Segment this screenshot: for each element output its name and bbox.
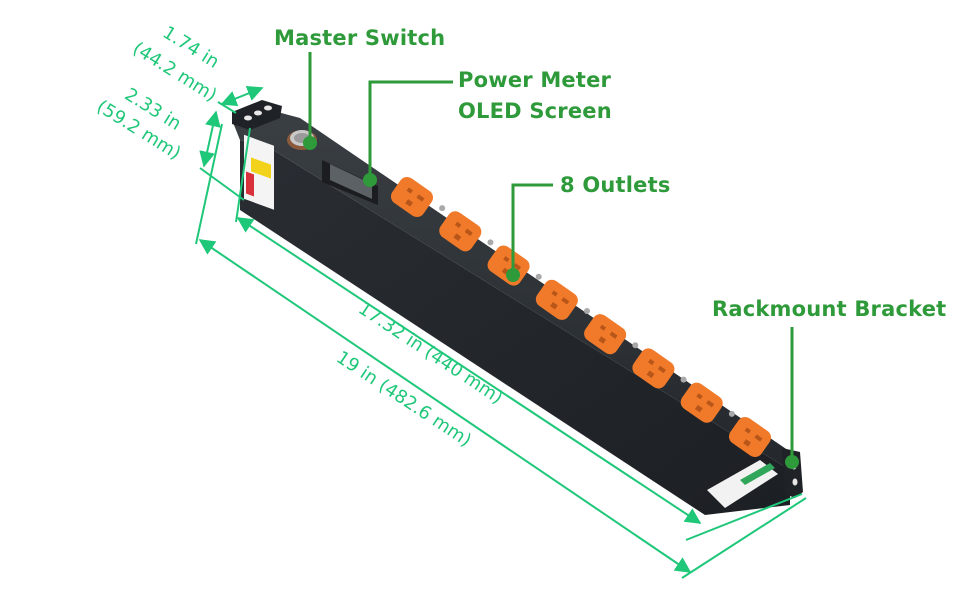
dim-line-total-length xyxy=(198,239,692,573)
leader-power-meter xyxy=(368,80,453,179)
left-bracket-holes xyxy=(244,105,272,121)
outlet xyxy=(728,416,772,458)
dot-power-meter xyxy=(363,173,377,187)
callout-outlets: 8 Outlets xyxy=(560,173,671,197)
dot-master-switch xyxy=(303,136,317,150)
mounting-screw xyxy=(487,239,494,246)
mounting-screw xyxy=(439,205,446,212)
callout-power-meter: Power Meter xyxy=(458,68,612,92)
outlet xyxy=(390,176,434,218)
mounting-screw xyxy=(632,342,639,349)
callout-master-switch: Master Switch xyxy=(274,26,446,50)
dim-line-depth xyxy=(199,110,221,168)
warning-triangle-icon xyxy=(251,157,271,179)
dot-outlet xyxy=(506,268,520,282)
spec-label xyxy=(707,460,778,508)
mounting-screw xyxy=(584,308,590,314)
callout-oled-screen: OLED Screen xyxy=(458,99,612,123)
danger-strip xyxy=(246,171,254,197)
mounting-screw xyxy=(535,273,542,280)
callout-rackmount-bracket: Rackmount Bracket xyxy=(712,297,947,321)
dimension-lines xyxy=(195,85,807,579)
pdu-front-face xyxy=(240,140,790,515)
master-switch[interactable] xyxy=(287,130,317,150)
oled-screen xyxy=(322,160,378,205)
dot-rackmount xyxy=(785,455,799,469)
dim-line-height xyxy=(220,85,264,107)
mounting-screw xyxy=(728,410,735,417)
mounting-screw xyxy=(680,376,687,383)
